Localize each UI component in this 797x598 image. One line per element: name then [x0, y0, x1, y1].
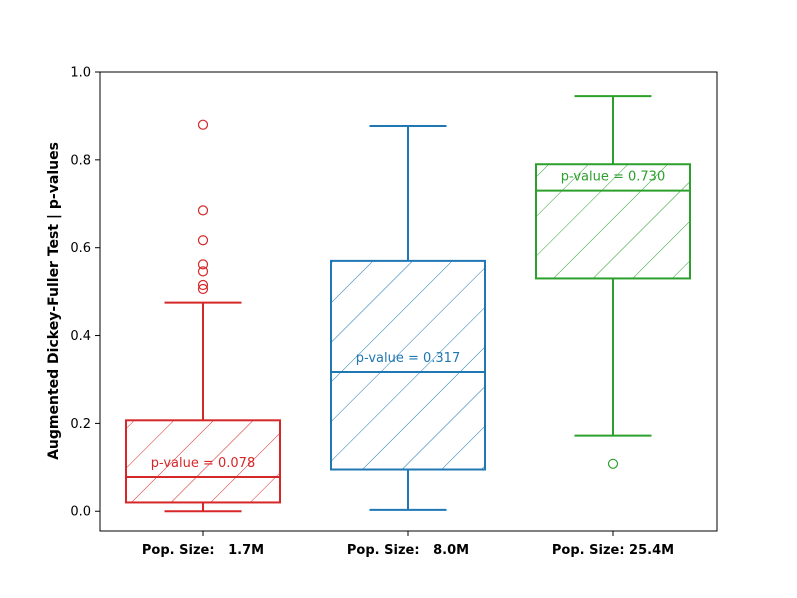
outlier-point	[197, 235, 209, 246]
outlier-point	[607, 458, 619, 469]
y-tick-label: 0.4	[70, 329, 91, 344]
p-value-annotation: p-value = 0.730	[561, 170, 665, 185]
y-axis-label: Augmented Dickey-Fuller Test | p-values	[46, 142, 62, 460]
y-axis: 0.0 0.2 0.4 0.6 0.8 1.0	[70, 66, 100, 520]
y-tick-label: 0.6	[70, 241, 91, 256]
box	[330, 259, 486, 471]
outlier-point	[197, 205, 209, 216]
p-value-annotation: p-value = 0.078	[151, 456, 255, 471]
box-group: p-value = 0.730	[535, 95, 691, 469]
y-tick-label: 0.2	[70, 417, 91, 432]
box	[535, 163, 691, 280]
y-tick-label: 0.0	[70, 505, 91, 520]
outlier-point	[197, 283, 209, 295]
x-tick-label: Pop. Size: 8.0M	[347, 543, 469, 558]
outlier-point	[197, 266, 209, 277]
outlier-point	[197, 119, 209, 130]
x-tick-label: Pop. Size: 25.4M	[552, 543, 674, 558]
p-value-annotation: p-value = 0.317	[356, 351, 460, 366]
box	[125, 419, 281, 504]
plot-area: p-value = 0.078 p-value = 0.317 p-value = …	[125, 95, 691, 513]
outlier-point	[197, 279, 209, 291]
y-tick-label: 1.0	[70, 66, 91, 81]
box-group: p-value = 0.317	[330, 125, 486, 511]
outlier-point	[197, 259, 209, 270]
box-group: p-value = 0.078	[125, 119, 281, 513]
x-axis: Pop. Size: 1.7M Pop. Size: 8.0M Pop. Size:…	[142, 531, 674, 558]
x-tick-label: Pop. Size: 1.7M	[142, 543, 264, 558]
y-tick-label: 0.8	[70, 153, 91, 168]
